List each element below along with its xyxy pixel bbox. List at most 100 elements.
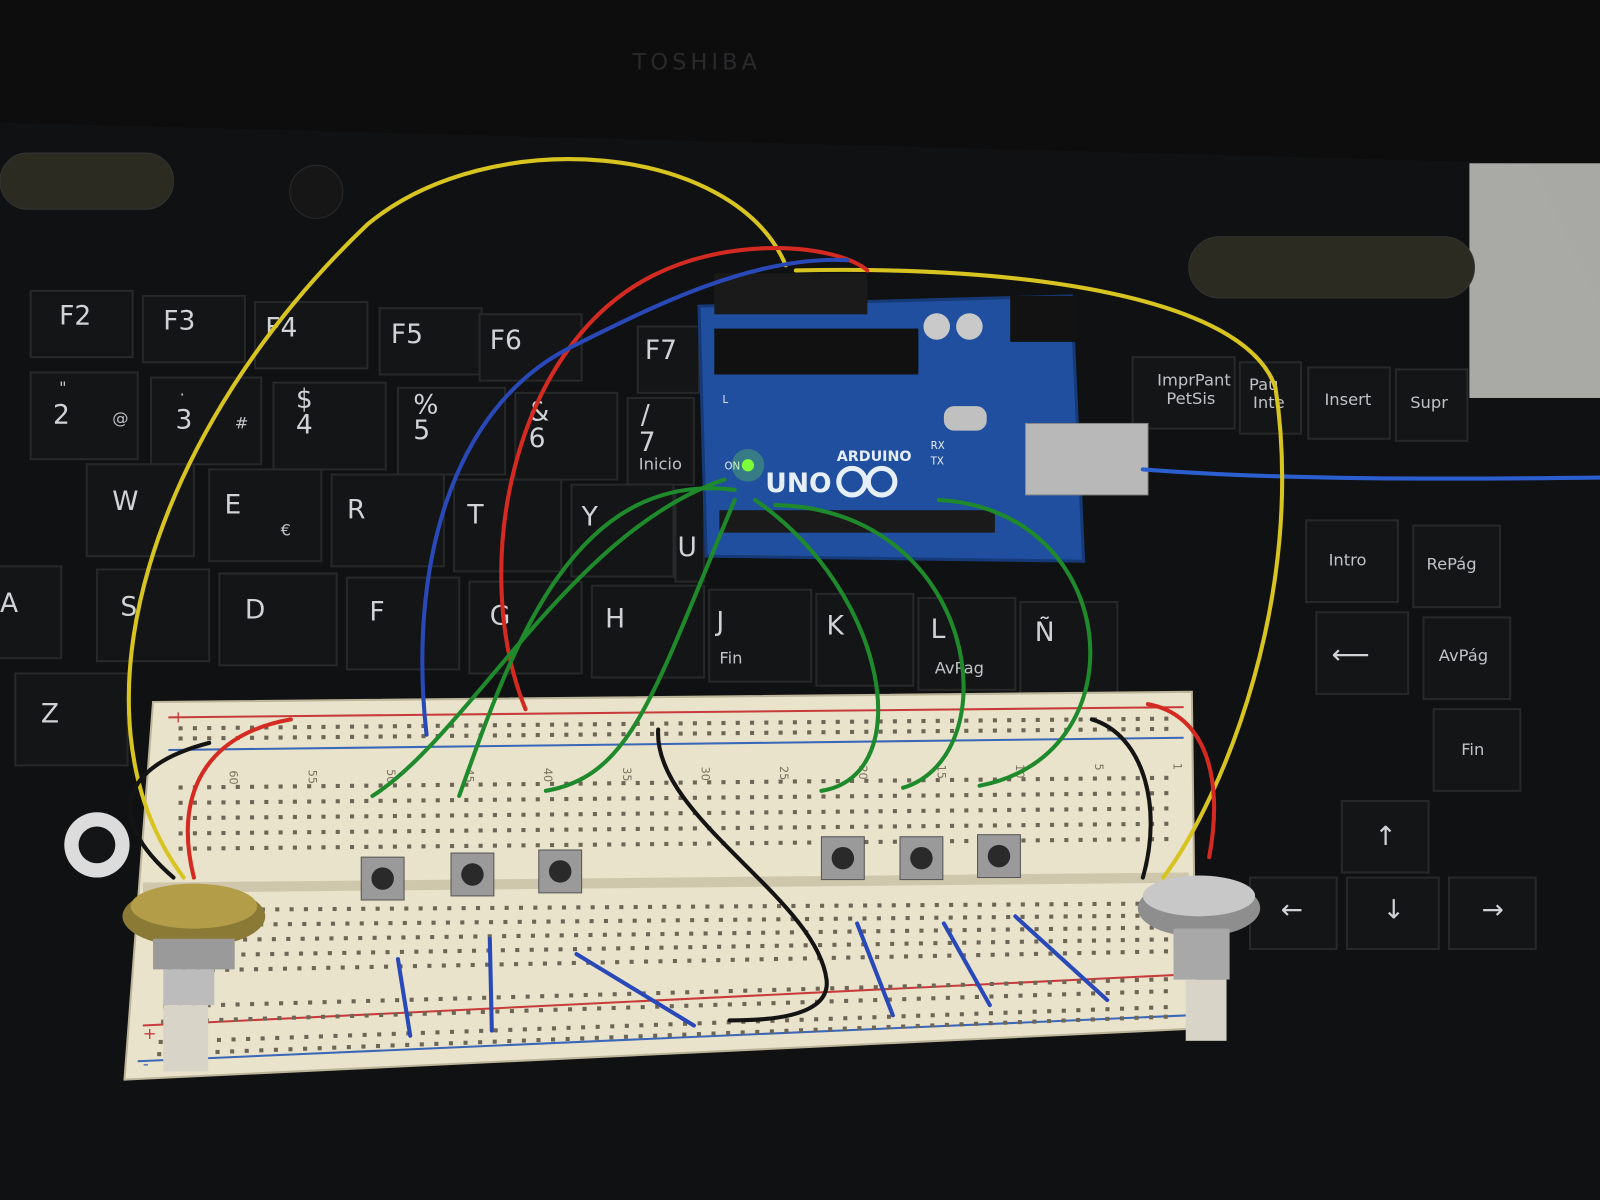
push-button[interactable] bbox=[360, 856, 405, 901]
breadboard-hole bbox=[482, 995, 487, 1000]
push-buttons bbox=[360, 834, 1021, 901]
breadboard-hole bbox=[1090, 1017, 1095, 1022]
tx-label: TX bbox=[930, 456, 944, 467]
breadboard-hole bbox=[616, 946, 621, 951]
breadboard-hole bbox=[978, 823, 983, 828]
key-label: · bbox=[180, 385, 185, 404]
breadboard-hole bbox=[610, 1024, 615, 1029]
breadboard-hole bbox=[279, 1001, 284, 1006]
breadboard-hole bbox=[1120, 1006, 1125, 1011]
key-label: ImprPant bbox=[1157, 371, 1231, 390]
push-button[interactable] bbox=[899, 836, 944, 881]
breadboard-hole bbox=[607, 781, 612, 786]
breadboard-hole bbox=[595, 1024, 600, 1029]
breadboard-hole bbox=[1105, 1016, 1110, 1021]
breadboard-hole bbox=[1121, 776, 1126, 781]
breadboard-hole bbox=[976, 952, 981, 958]
breadboard-hole bbox=[492, 828, 497, 833]
breadboard-hole bbox=[850, 809, 855, 814]
breadboard-hole bbox=[298, 951, 304, 956]
breadboard-hole bbox=[557, 961, 562, 966]
breadboard-hole bbox=[761, 917, 766, 922]
key-label: AvPag bbox=[935, 658, 984, 677]
breadboard-hole bbox=[698, 1003, 703, 1008]
breadboard-hole bbox=[1121, 791, 1126, 796]
breadboard-hole bbox=[607, 732, 612, 737]
breadboard-hole bbox=[1163, 949, 1169, 954]
wire-blue-short bbox=[855, 921, 895, 1018]
breadboard-hole bbox=[650, 731, 655, 736]
breadboard-hole bbox=[437, 1011, 442, 1016]
breadboard-hole bbox=[978, 808, 983, 813]
breadboard-hole bbox=[581, 1025, 586, 1030]
breadboard-hole bbox=[503, 919, 508, 925]
breadboard-hole bbox=[1091, 938, 1097, 943]
push-button[interactable] bbox=[820, 836, 865, 881]
breadboard-hole bbox=[1091, 979, 1096, 984]
breadboard-hole bbox=[292, 725, 297, 730]
rail-plus-label: + bbox=[171, 707, 185, 726]
breadboard-hole bbox=[1121, 901, 1126, 906]
breadboard-hole bbox=[496, 995, 501, 1000]
breadboard-hole bbox=[464, 813, 469, 818]
breadboard-hole bbox=[402, 920, 407, 926]
breadboard-hole bbox=[321, 735, 326, 740]
breadboard-hole bbox=[1003, 1020, 1008, 1025]
key-h bbox=[590, 584, 706, 679]
potentiometer-right[interactable] bbox=[1137, 875, 1261, 1041]
key-label: F5 bbox=[391, 319, 423, 350]
breadboard-hole bbox=[597, 1006, 602, 1011]
breadboard-hole bbox=[438, 996, 443, 1001]
breadboard-hole bbox=[624, 1023, 629, 1028]
breadboard-hole bbox=[690, 918, 695, 923]
breadboard-hole bbox=[974, 994, 979, 999]
breadboard-hole bbox=[902, 984, 907, 989]
push-button[interactable] bbox=[450, 852, 495, 897]
breadboard-hole bbox=[1047, 992, 1052, 997]
breadboard-hole bbox=[474, 920, 479, 925]
breadboard-hole bbox=[1007, 728, 1012, 733]
breadboard-hole bbox=[192, 736, 197, 741]
breadboard-hole bbox=[378, 783, 383, 788]
breadboard-hole bbox=[378, 829, 383, 834]
breadboard-hole bbox=[947, 940, 952, 945]
breadboard-hole bbox=[764, 825, 769, 830]
breadboard-hole bbox=[777, 904, 782, 909]
breadboard-hole bbox=[678, 795, 683, 800]
key-w bbox=[85, 463, 195, 558]
breadboard-hole bbox=[588, 932, 593, 938]
wire-blue-short bbox=[487, 936, 494, 1033]
breadboard-hole bbox=[458, 934, 464, 939]
breadboard-hole bbox=[1035, 838, 1040, 843]
potentiometer-left[interactable] bbox=[122, 883, 266, 1072]
push-button[interactable] bbox=[977, 834, 1021, 879]
breadboard-hole bbox=[335, 829, 340, 834]
wire-blue-arduino bbox=[420, 257, 849, 737]
breadboard-hole bbox=[456, 963, 461, 968]
crystal bbox=[943, 406, 987, 431]
breadboard-hole bbox=[216, 1037, 222, 1042]
breadboard-hole bbox=[1047, 980, 1052, 985]
breadboard-hole bbox=[670, 990, 675, 995]
breadboard-hole bbox=[235, 784, 240, 789]
breadboard-hole bbox=[264, 830, 269, 835]
breadboard-hole bbox=[500, 948, 505, 953]
breadboard-hole bbox=[407, 829, 412, 834]
breadboard-hole bbox=[950, 793, 955, 798]
breadboard-hole bbox=[392, 724, 397, 729]
breadboard-hole bbox=[1007, 807, 1012, 813]
breadboard-hole bbox=[435, 798, 440, 803]
breadboard-hole bbox=[507, 797, 512, 802]
breadboard-hole bbox=[947, 953, 952, 958]
breadboard-hole bbox=[507, 828, 512, 833]
keyboard: F2 F3 F4 F5 F6 ImprPant PetSis Pau Inte … bbox=[0, 289, 1537, 950]
breadboard-hole bbox=[1033, 993, 1038, 998]
breadboard-hole bbox=[721, 795, 726, 800]
breadboard-hole bbox=[1021, 718, 1026, 723]
breadboard-hole bbox=[1121, 806, 1126, 811]
key-label: 6 bbox=[529, 423, 546, 454]
breadboard-hole bbox=[807, 809, 812, 814]
breadboard-hole bbox=[778, 794, 783, 799]
breadboard-hole bbox=[892, 729, 897, 734]
push-button[interactable] bbox=[538, 849, 583, 894]
